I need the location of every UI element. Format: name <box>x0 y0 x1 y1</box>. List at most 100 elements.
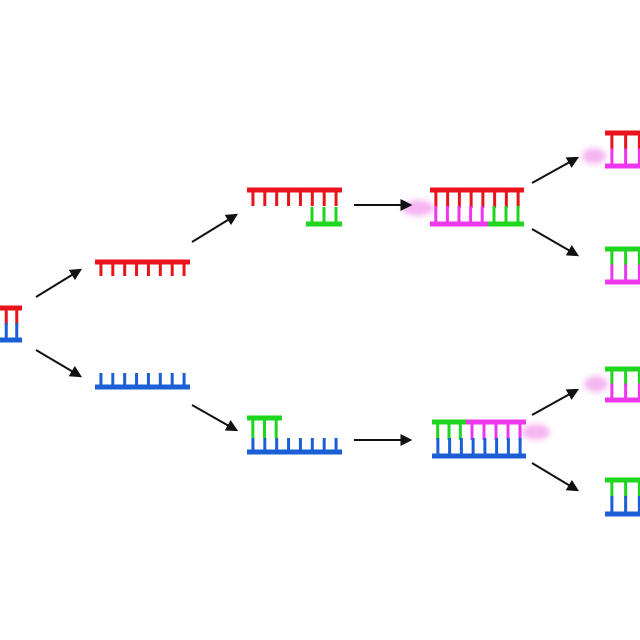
base-tooth <box>275 438 279 452</box>
base-tooth <box>637 496 640 514</box>
base-tooth <box>637 264 640 282</box>
base-tooth <box>146 262 150 276</box>
base-tooth <box>504 206 508 224</box>
base-tooth <box>445 206 449 224</box>
base-tooth <box>469 190 473 208</box>
base-tooth <box>448 438 452 456</box>
base-tooth <box>158 373 162 387</box>
blue-with-green-primer <box>247 415 342 455</box>
blue-green-magenta-duplex <box>432 419 526 459</box>
base-tooth <box>298 438 302 452</box>
base-tooth <box>637 480 640 498</box>
base-tooth <box>469 206 473 224</box>
strand-backbone <box>247 449 342 455</box>
base-tooth <box>334 438 338 452</box>
strand-backbone <box>95 259 190 265</box>
base-tooth <box>170 373 174 387</box>
base-tooth <box>492 206 496 224</box>
base-tooth <box>4 308 8 325</box>
base-tooth <box>99 262 103 276</box>
base-tooth <box>99 373 103 387</box>
base-tooth <box>436 422 440 440</box>
base-tooth <box>135 262 139 276</box>
strand-blue-bottom <box>95 373 190 390</box>
red-green-magenta-duplex <box>430 187 524 227</box>
base-tooth <box>637 383 640 400</box>
polymerase-glow <box>582 148 606 164</box>
base-tooth <box>146 373 150 387</box>
base-tooth <box>506 422 510 440</box>
base-tooth <box>111 262 115 276</box>
polymerase-glow <box>584 376 608 392</box>
strand-backbone <box>247 187 342 193</box>
arrow <box>191 404 239 432</box>
base-tooth <box>624 133 628 151</box>
product-bottom-2 <box>605 477 640 517</box>
polymerase-glow <box>402 200 434 216</box>
base-tooth <box>610 133 614 151</box>
base-tooth <box>310 207 314 224</box>
base-tooth <box>287 438 291 452</box>
arrow <box>531 462 580 492</box>
base-tooth <box>310 190 314 206</box>
base-tooth <box>637 249 640 267</box>
base-tooth <box>123 373 127 387</box>
base-tooth <box>434 206 438 224</box>
base-tooth <box>624 383 628 400</box>
base-tooth <box>516 206 520 224</box>
base-tooth <box>446 190 450 208</box>
base-tooth <box>610 148 614 166</box>
base-tooth <box>310 438 314 452</box>
base-tooth <box>610 480 614 498</box>
base-tooth <box>287 190 291 206</box>
arrow-layer <box>35 156 580 492</box>
base-tooth <box>459 438 463 456</box>
base-tooth <box>637 148 640 166</box>
base-tooth <box>447 422 451 440</box>
base-tooth <box>15 308 19 325</box>
base-tooth <box>610 383 614 400</box>
strand-backbone <box>605 477 640 483</box>
polymerase-glow-layer <box>402 148 608 440</box>
base-tooth <box>471 438 475 456</box>
product-top-2 <box>605 246 640 285</box>
base-tooth <box>158 262 162 276</box>
base-tooth <box>610 249 614 267</box>
strand-backbone <box>0 305 22 311</box>
base-tooth <box>263 418 266 438</box>
base-tooth <box>322 190 326 206</box>
strand-backbone <box>430 187 524 193</box>
base-tooth <box>624 496 628 514</box>
base-tooth <box>322 207 326 224</box>
product-bottom-1 <box>605 366 640 403</box>
base-tooth <box>458 422 462 440</box>
base-tooth <box>15 323 19 340</box>
base-tooth <box>334 207 338 224</box>
base-tooth <box>624 480 628 498</box>
arrow <box>531 156 580 184</box>
base-tooth <box>637 133 640 151</box>
base-tooth <box>111 373 115 387</box>
base-tooth <box>493 190 497 208</box>
base-tooth <box>263 190 267 206</box>
strand-backbone <box>95 384 190 390</box>
base-tooth <box>322 438 326 452</box>
base-tooth <box>494 422 498 440</box>
base-tooth <box>624 249 628 267</box>
arrow <box>531 228 580 257</box>
base-tooth <box>506 438 510 456</box>
base-tooth <box>518 422 522 440</box>
strand-backbone <box>605 246 640 252</box>
base-tooth <box>637 369 640 386</box>
base-tooth <box>123 262 127 276</box>
base-tooth <box>624 264 628 282</box>
base-tooth <box>495 438 499 456</box>
arrow <box>191 213 239 243</box>
base-tooth <box>483 438 487 456</box>
strand-backbone <box>605 511 640 517</box>
base-tooth <box>251 438 255 452</box>
base-tooth <box>251 190 255 206</box>
base-tooth <box>298 190 302 206</box>
base-tooth <box>135 373 139 387</box>
strand-backbone <box>0 337 22 343</box>
